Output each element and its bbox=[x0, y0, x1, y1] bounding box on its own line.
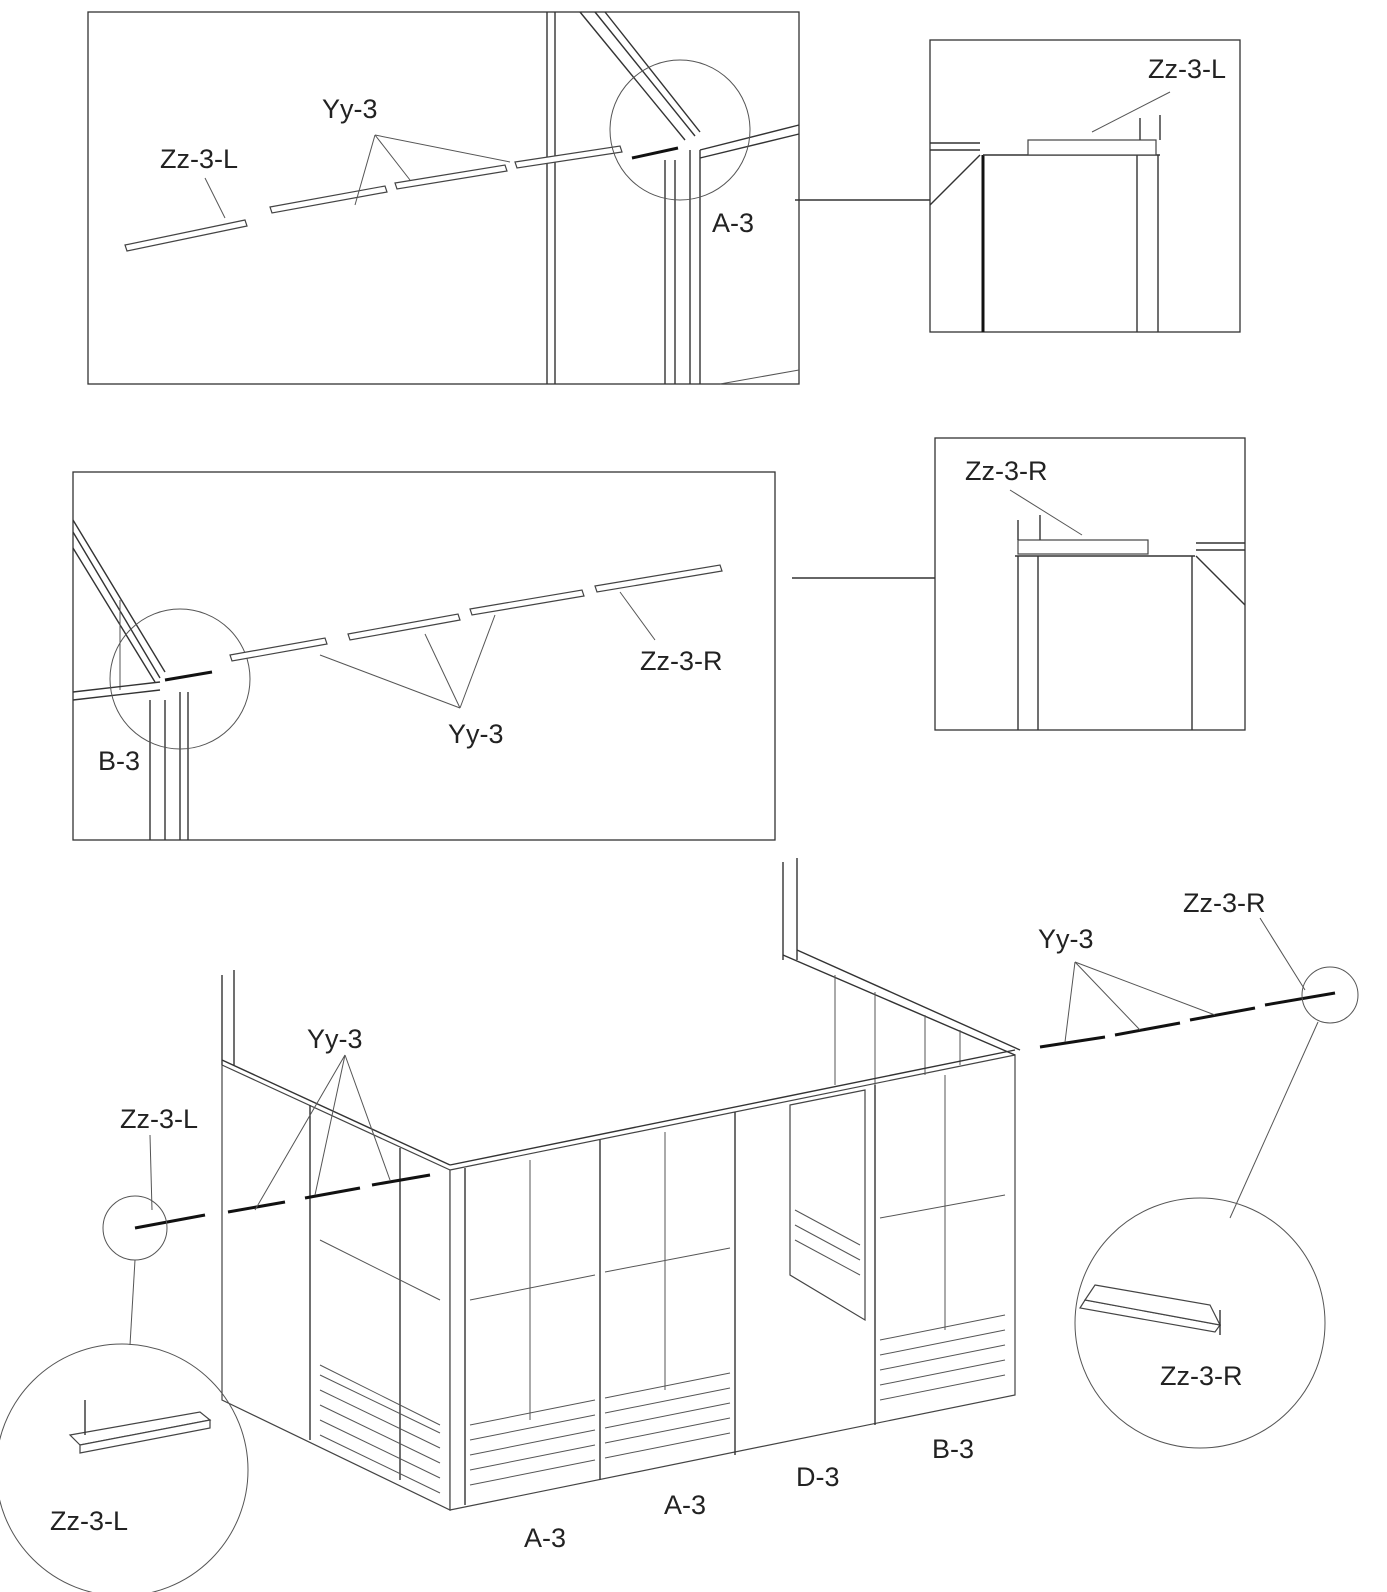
right-zoom-label: Zz-3-R bbox=[1160, 1361, 1243, 1391]
front-wall bbox=[449, 1054, 1016, 1511]
panel-label-d: D-3 bbox=[796, 1462, 840, 1492]
right-zoom-detail: Zz-3-R bbox=[1074, 1021, 1326, 1449]
detail-2-eave-pieces bbox=[229, 564, 723, 662]
right-eave-pieces bbox=[1039, 991, 1336, 1049]
assembly-label-left-end: Zz-3-L bbox=[120, 1104, 198, 1134]
detail-2-label-panel: B-3 bbox=[98, 746, 140, 776]
main-assembly: Zz-3-L Yy-3 Zz-3-R Yy-3 A-3 A-3 D-3 B-3 bbox=[102, 858, 1359, 1553]
assembly-label-right-middle: Yy-3 bbox=[1038, 924, 1094, 954]
detail-1-label-panel: A-3 bbox=[712, 208, 754, 238]
detail-2-label-middle: Yy-3 bbox=[448, 719, 504, 749]
detail-2-zoom-box: Zz-3-R bbox=[934, 437, 1246, 731]
detail-1-zoom-box: Zz-3-L bbox=[929, 39, 1241, 333]
detail-1-eave-pieces bbox=[124, 145, 623, 252]
panel-label-b: B-3 bbox=[932, 1434, 974, 1464]
left-zoom-label: Zz-3-L bbox=[50, 1506, 128, 1536]
detail-1-zoom-label: Zz-3-L bbox=[1148, 54, 1226, 84]
detail-1-zoom-circle bbox=[609, 59, 751, 201]
detail-1-label-end: Zz-3-L bbox=[160, 144, 238, 174]
detail-2-zoom-circle bbox=[109, 608, 251, 750]
assembly-label-left-middle: Yy-3 bbox=[307, 1024, 363, 1054]
panel-label-a-left: A-3 bbox=[524, 1523, 566, 1553]
detail-2-label-end: Zz-3-R bbox=[640, 646, 723, 676]
detail-1-label-middle: Yy-3 bbox=[322, 94, 378, 124]
detail-2-zoom-label: Zz-3-R bbox=[965, 456, 1048, 486]
assembly-label-right-end: Zz-3-R bbox=[1183, 888, 1266, 918]
right-zoom-marker bbox=[1301, 966, 1359, 1024]
panel-label-a-right: A-3 bbox=[664, 1490, 706, 1520]
detail-2-box: Yy-3 Zz-3-R B-3 bbox=[72, 471, 776, 841]
detail-1-box: Zz-3-L Yy-3 A-3 bbox=[87, 11, 800, 385]
left-zoom-detail: Zz-3-L bbox=[0, 1259, 249, 1592]
